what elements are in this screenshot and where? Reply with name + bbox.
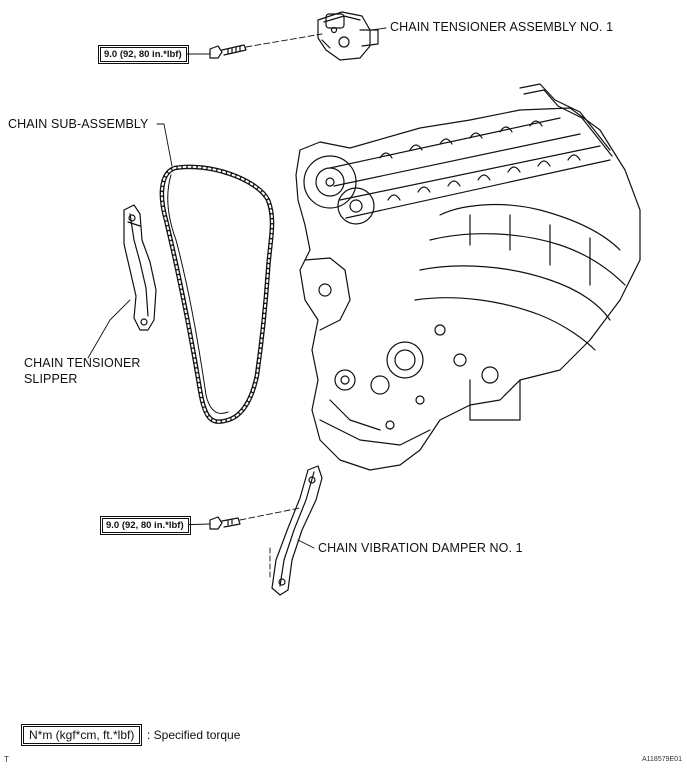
torque-spec-bottom: 9.0 (92, 80 in.*lbf) bbox=[100, 516, 191, 535]
tensioner-bolt bbox=[209, 44, 247, 59]
leader-tensioner-assembly bbox=[371, 27, 387, 31]
chain-sub-assembly-part bbox=[159, 164, 275, 424]
chain-tensioner-slipper-part bbox=[123, 204, 157, 331]
label-chain-tensioner-slipper-line1: CHAIN TENSIONER bbox=[24, 356, 141, 370]
chain-vibration-damper-part bbox=[271, 465, 323, 596]
legend-description: : Specified torque bbox=[147, 728, 241, 742]
chain-tensioner-assembly-part bbox=[317, 11, 379, 61]
label-chain-vibration-damper: CHAIN VIBRATION DAMPER NO. 1 bbox=[318, 541, 523, 555]
leader-slipper bbox=[87, 299, 131, 359]
legend-units-box: N*m (kgf*cm, ft.*lbf) bbox=[20, 724, 143, 746]
label-chain-tensioner-assembly: CHAIN TENSIONER ASSEMBLY NO. 1 bbox=[390, 20, 614, 34]
damper-bolt bbox=[209, 516, 241, 530]
torque-spec-top: 9.0 (92, 80 in.*lbf) bbox=[98, 45, 189, 64]
leader-chain bbox=[156, 123, 173, 167]
figure-id: A118579E01 bbox=[642, 756, 682, 763]
corner-mark: T bbox=[4, 755, 9, 764]
engine-block-part bbox=[295, 83, 641, 471]
leader-damper bbox=[297, 539, 315, 549]
leader-lines bbox=[87, 27, 387, 549]
label-chain-sub-assembly: CHAIN SUB-ASSEMBLY bbox=[8, 117, 149, 131]
label-chain-tensioner-slipper-line2: SLIPPER bbox=[24, 372, 78, 386]
